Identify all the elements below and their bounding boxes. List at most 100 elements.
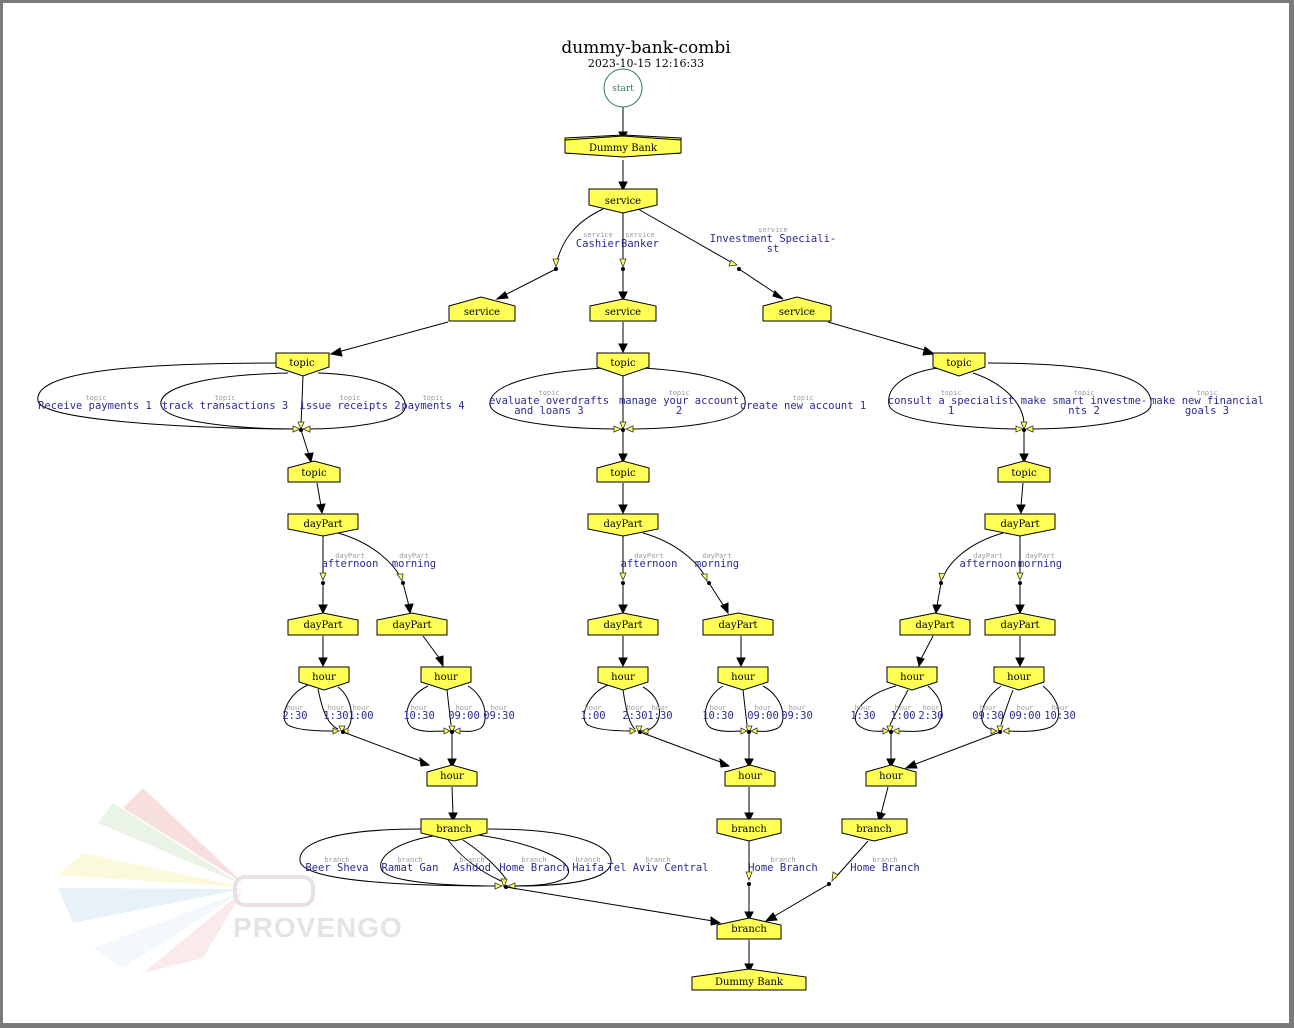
node-hour-right-merge[interactable]: hour <box>865 764 917 787</box>
node-dummy-bank-top[interactable]: Dummy Bank <box>564 134 682 158</box>
node-start[interactable]: start <box>603 68 643 108</box>
node-daypart-right-afternoon[interactable]: dayPart <box>899 612 971 636</box>
node-service-left[interactable]: service <box>448 296 516 322</box>
node-service-mid[interactable]: service <box>589 298 657 322</box>
edge-category: service <box>625 231 655 239</box>
edge-label-receive-payments: Receive payments 1 <box>38 400 152 412</box>
node-daypart-mid[interactable]: dayPart <box>587 513 659 537</box>
edge-label-goals-line1: make new financial <box>1150 395 1264 407</box>
edge-category: hour <box>980 704 997 712</box>
edge-label-hour: 2:30 <box>622 710 647 722</box>
node-hour-mid-merge[interactable]: hour <box>724 764 776 787</box>
edge-category: topic <box>85 394 106 402</box>
edge-label-consult-line1: consult a specialist <box>888 395 1014 407</box>
node-label: hour <box>900 672 924 683</box>
node-label: dayPart <box>303 519 342 530</box>
node-hour-right-morning[interactable]: hour <box>993 666 1045 691</box>
edge-label-hour: 2:30 <box>918 710 943 722</box>
edge-label-hour: 09:30 <box>972 710 1004 722</box>
edge-label-manage-line2: 2 <box>676 405 682 417</box>
edge-category: hour <box>923 704 940 712</box>
edge-label-home-branch: Home Branch <box>850 862 920 874</box>
edge-category: hour <box>627 704 644 712</box>
edge-category: dayPart <box>973 552 1003 560</box>
node-label: topic <box>610 358 636 369</box>
node-label: topic <box>1011 468 1037 479</box>
edge-label-haifa: Haifa <box>572 862 604 874</box>
edge-category: dayPart <box>335 552 365 560</box>
node-hour-left-merge[interactable]: hour <box>426 764 478 787</box>
edge-category: hour <box>789 704 806 712</box>
node-daypart-right[interactable]: dayPart <box>984 513 1056 537</box>
node-hour-left-afternoon[interactable]: hour <box>298 666 350 691</box>
edge-category: dayPart <box>634 552 664 560</box>
node-label: topic <box>610 468 636 479</box>
node-label: hour <box>738 771 762 782</box>
edge-category: dayPart <box>399 552 429 560</box>
edge-category: service <box>583 231 613 239</box>
node-topic-right[interactable]: topic <box>932 352 986 377</box>
edge-category: branch <box>521 856 546 864</box>
edge-label-hour: 09:30 <box>781 710 813 722</box>
edge-category: hour <box>755 704 772 712</box>
node-daypart-left-afternoon[interactable]: dayPart <box>287 612 359 636</box>
node-topic-left[interactable]: topic <box>275 352 330 377</box>
edge-label-issue-receipts: issue receipts 2 <box>299 400 400 412</box>
edge-category: branch <box>770 856 795 864</box>
edge-label-afternoon: afternoon <box>621 558 678 570</box>
node-label: hour <box>879 771 903 782</box>
node-branch-right[interactable]: branch <box>841 818 908 842</box>
node-daypart-right-morning[interactable]: dayPart <box>984 612 1056 636</box>
edge-category: hour <box>855 704 872 712</box>
node-label: Dummy Bank <box>715 977 784 988</box>
node-daypart-left[interactable]: dayPart <box>287 513 359 537</box>
edge-category: service <box>758 226 788 234</box>
node-branch-mid[interactable]: branch <box>716 818 782 842</box>
diagram-canvas: PROVENGO dummy-bank-combi 2023-10-15 12:… <box>3 3 1289 1023</box>
node-service-right[interactable]: service <box>762 296 832 322</box>
edge-category: branch <box>645 856 670 864</box>
edge-label-smart-line2: nts 2 <box>1068 405 1100 417</box>
edge-label-hour: 1:00 <box>580 710 605 722</box>
node-label: dayPart <box>392 620 431 631</box>
edges <box>37 107 1152 974</box>
flow-diagram: PROVENGO dummy-bank-combi 2023-10-15 12:… <box>37 38 1264 991</box>
node-service-top[interactable]: service <box>588 188 658 214</box>
node-hour-right-afternoon[interactable]: hour <box>886 666 938 691</box>
edge-label-evaluate-line2: and loans 3 <box>514 405 584 417</box>
node-topic-mid[interactable]: topic <box>596 352 650 377</box>
edge-labels: service Cashier service Banker service I… <box>38 226 1264 874</box>
edge-label-hour: 09:00 <box>1009 710 1041 722</box>
edge-label-consult-line2: 1 <box>948 405 954 417</box>
edge-category: hour <box>491 704 508 712</box>
node-label: topic <box>946 358 972 369</box>
node-daypart-mid-afternoon[interactable]: dayPart <box>587 612 659 636</box>
edge-label-home-branch: Home Branch <box>748 862 818 874</box>
node-branch-left[interactable]: branch <box>420 818 488 842</box>
edge-category: hour <box>652 704 669 712</box>
edge-category: topic <box>1073 389 1094 397</box>
edge-category: branch <box>575 856 600 864</box>
edge-label-home-branch: Home Branch <box>499 862 569 874</box>
node-topic-mid2[interactable]: topic <box>596 460 650 483</box>
nodes: start Dummy Bank service service service… <box>275 68 1056 991</box>
node-daypart-mid-morning[interactable]: dayPart <box>702 612 774 636</box>
node-daypart-left-morning[interactable]: dayPart <box>376 612 448 636</box>
node-hour-mid-afternoon[interactable]: hour <box>597 666 649 691</box>
node-label: dayPart <box>718 620 757 631</box>
edge-label-cashier: Cashier <box>576 238 620 250</box>
edge-category: hour <box>710 704 727 712</box>
provengo-logo: PROVENGO <box>58 788 402 973</box>
edge-label-ramat-gan: Ramat Gan <box>382 862 439 874</box>
node-dummy-bank-bottom[interactable]: Dummy Bank <box>691 968 807 991</box>
node-hour-mid-morning[interactable]: hour <box>717 666 769 691</box>
edge-category: topic <box>668 389 689 397</box>
node-hour-left-morning[interactable]: hour <box>420 666 472 691</box>
node-topic-left2[interactable]: topic <box>287 460 341 483</box>
node-topic-right2[interactable]: topic <box>997 460 1051 483</box>
edge-category: hour <box>895 704 912 712</box>
node-branch-final[interactable]: branch <box>716 917 782 940</box>
edge-label-hour: 1:30 <box>647 710 672 722</box>
edge-category: topic <box>792 394 813 402</box>
edge-label-morning: morning <box>695 558 739 570</box>
